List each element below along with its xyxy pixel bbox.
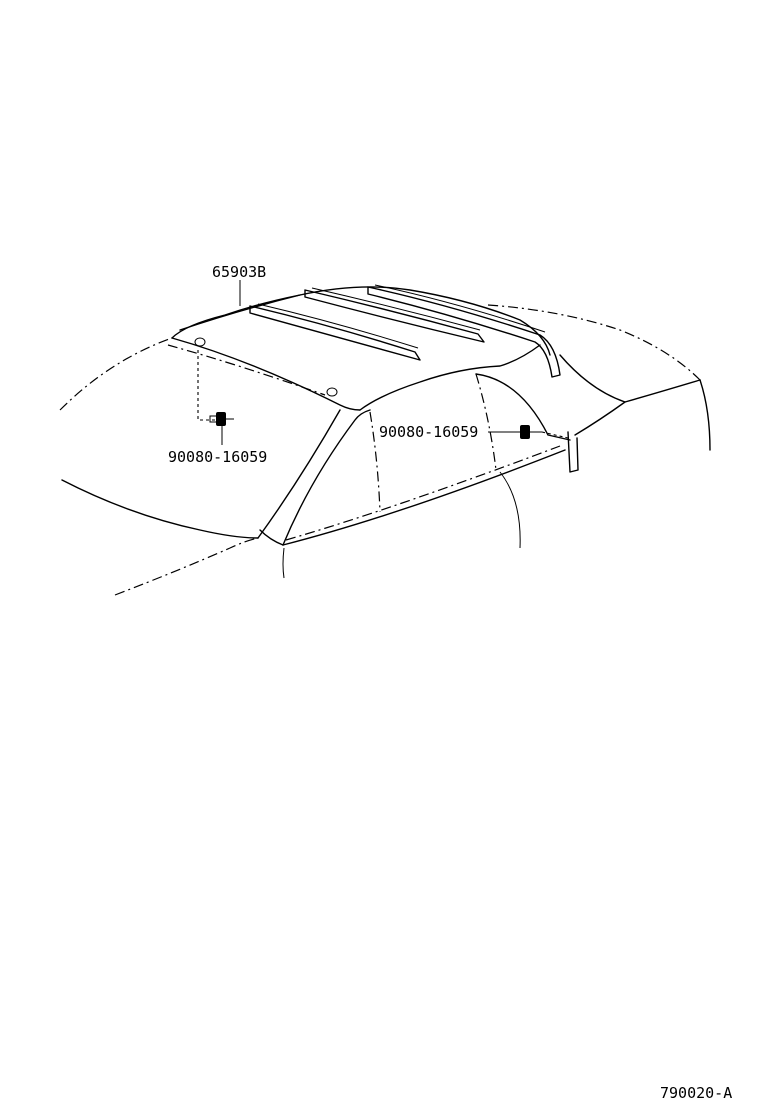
callout-roof-rack: 65903B [212, 263, 266, 281]
roof-rack-assembly [179, 284, 561, 378]
screw-left-part [197, 350, 234, 445]
figure-code: 790020-A [660, 1084, 732, 1102]
callout-screw-left: 90080-16059 [168, 448, 267, 466]
callout-screw-right: 90080-16059 [379, 423, 478, 441]
roof-clip-marks [194, 337, 338, 397]
screw-right-part [488, 425, 569, 439]
car-body-outline [59, 294, 711, 596]
